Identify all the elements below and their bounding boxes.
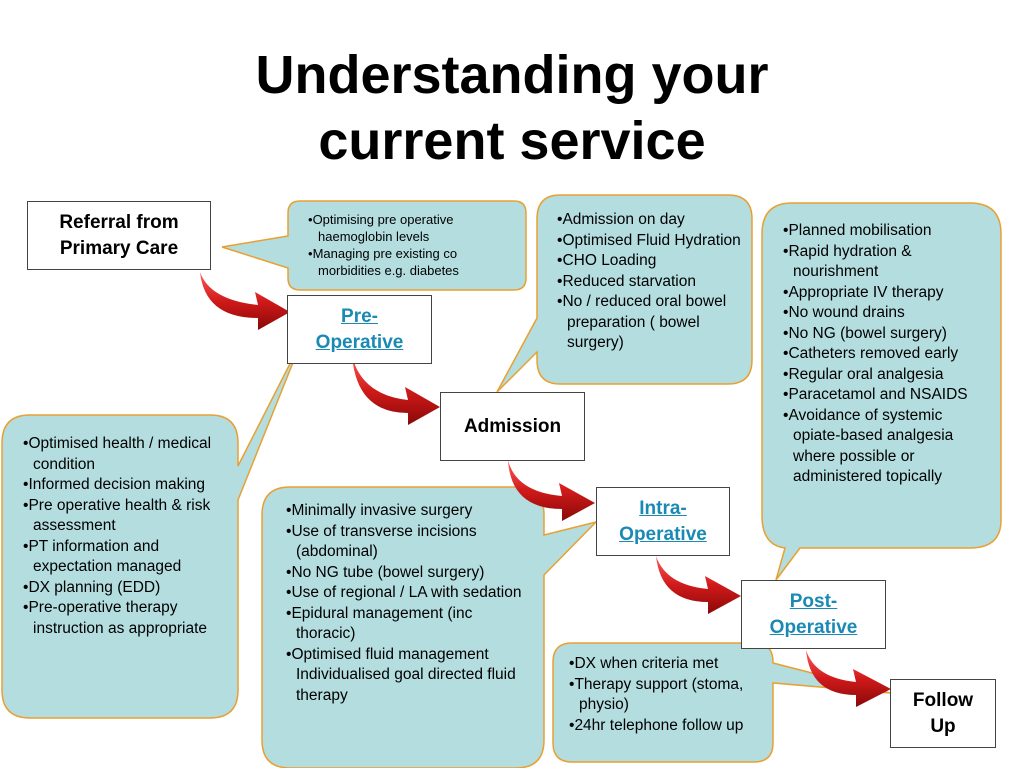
arrow-postop-to-followup — [806, 650, 891, 707]
arrow-referral-to-preop — [200, 272, 290, 330]
list-item: Regular oral analgesia — [783, 365, 989, 386]
callout-pre-op-health: Optimised health / medical condition Inf… — [23, 434, 223, 639]
arrow-intraop-to-postop — [656, 556, 741, 614]
title-line-2: current service — [318, 111, 706, 171]
list-item: Admission on day — [557, 210, 747, 231]
list-item: Reduced starvation — [557, 272, 747, 293]
list-item: CHO Loading — [557, 251, 747, 272]
list-item: DX planning (EDD) — [23, 578, 223, 599]
admission-box: Admission — [440, 392, 585, 461]
arrow-admission-to-intraop — [508, 460, 595, 521]
list-item: Epidural management (inc thoracic) — [286, 604, 526, 645]
list-item: Pre-operative therapy instruction as app… — [23, 598, 223, 639]
list-item: Rapid hydration & nourishment — [783, 242, 989, 283]
arrow-preop-to-admission — [352, 356, 440, 425]
list-item: Informed decision making — [23, 475, 223, 496]
list-item: Minimally invasive surgery — [286, 501, 526, 522]
follow-up-line-1: Follow — [912, 689, 974, 711]
list-item: No NG tube (bowel surgery) — [286, 563, 526, 584]
callout-discharge: DX when criteria met Therapy support (st… — [569, 654, 759, 736]
callout-admission-day: Admission on day Optimised Fluid Hydrati… — [557, 210, 747, 354]
follow-up-line-2: Up — [930, 715, 956, 737]
intra-operative-link-line-1[interactable]: Intra- — [639, 497, 687, 519]
list-item: Appropriate IV therapy — [783, 283, 989, 304]
pre-operative-link-line-1[interactable]: Pre- — [341, 305, 378, 327]
pre-operative-link-line-2[interactable]: Operative — [315, 331, 404, 353]
list-item: Catheters removed early — [783, 344, 989, 365]
list-item: Optimised Fluid Hydration — [557, 231, 747, 252]
list-item: No NG (bowel surgery) — [783, 324, 989, 345]
list-item: DX when criteria met — [569, 654, 759, 675]
referral-line-2: Primary Care — [59, 237, 179, 259]
intra-operative-box: Intra- Operative — [596, 487, 730, 556]
list-item: 24hr telephone follow up — [569, 716, 759, 737]
list-item: Optimising pre operative haemoglobin lev… — [308, 211, 518, 245]
list-item: PT information and expectation managed — [23, 537, 223, 578]
slide-title: Understanding your current service — [0, 42, 1024, 174]
post-operative-link-line-1[interactable]: Post- — [789, 590, 838, 612]
pre-operative-box: Pre- Operative — [287, 295, 432, 364]
list-item: Use of regional / LA with sedation — [286, 583, 526, 604]
title-line-1: Understanding your — [255, 45, 769, 105]
list-item: Managing pre existing co morbidities e.g… — [308, 245, 518, 279]
admission-label: Admission — [463, 415, 562, 437]
list-item: Optimised fluid management Individualise… — [286, 645, 526, 707]
list-item: No wound drains — [783, 303, 989, 324]
post-operative-link-line-2[interactable]: Operative — [769, 616, 858, 638]
list-item: Pre operative health & risk assessment — [23, 496, 223, 537]
list-item: Optimised health / medical condition — [23, 434, 223, 475]
callout-intra-op: Minimally invasive surgery Use of transv… — [286, 501, 526, 706]
callout-post-op-care: Planned mobilisation Rapid hydration & n… — [783, 221, 989, 488]
intra-operative-link-line-2[interactable]: Operative — [619, 523, 707, 545]
list-item: No / reduced oral bowel preparation ( bo… — [557, 292, 747, 354]
list-item: Use of transverse incisions (abdominal) — [286, 522, 526, 563]
referral-box: Referral from Primary Care — [27, 201, 211, 270]
callout-haemoglobin: Optimising pre operative haemoglobin lev… — [308, 211, 518, 279]
follow-up-box: Follow Up — [890, 679, 996, 748]
list-item: Therapy support (stoma, physio) — [569, 675, 759, 716]
post-operative-box: Post- Operative — [741, 580, 886, 649]
list-item: Planned mobilisation — [783, 221, 989, 242]
list-item: Avoidance of systemic opiate-based analg… — [783, 406, 989, 488]
list-item: Paracetamol and NSAIDS — [783, 385, 989, 406]
referral-line-1: Referral from — [59, 211, 179, 233]
